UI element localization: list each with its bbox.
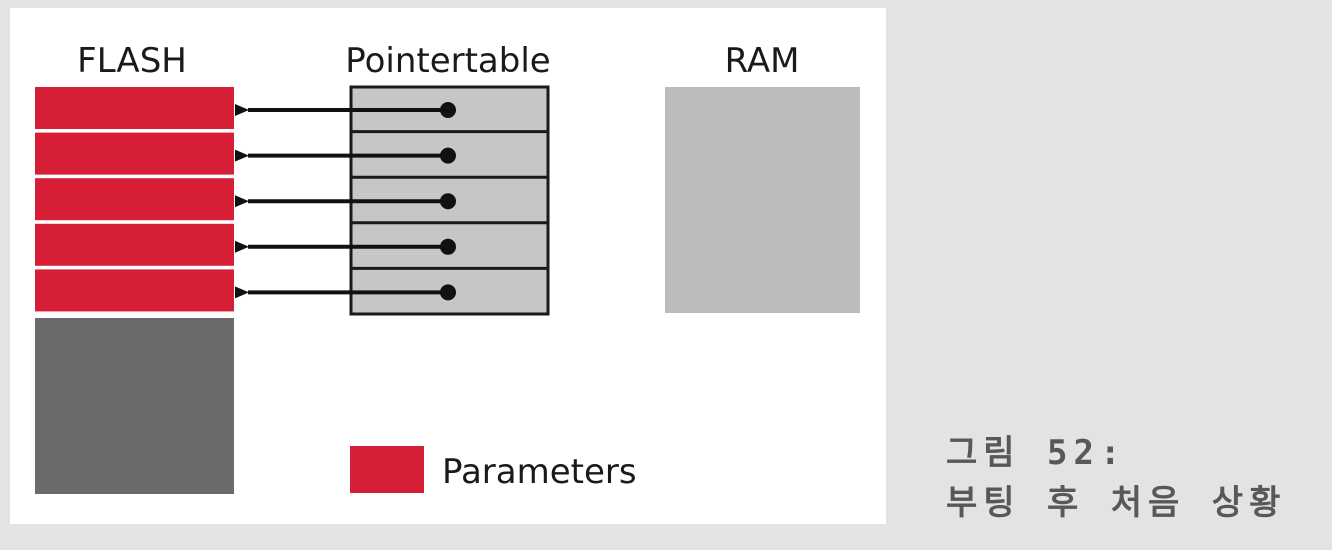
pointer-dot [440,238,456,255]
pointer-dot [440,284,456,301]
ram-title: RAM [725,41,800,81]
pointer-dot [440,102,456,118]
caption-line-1: 그림 52: [946,433,1127,473]
flash-parameter-block [35,132,234,175]
legend-swatch-parameters [350,446,424,493]
flash-parameter-block [35,87,234,129]
flash-free-area [35,318,234,494]
flash-parameter-block [35,223,234,266]
flash-memory-block [35,87,234,494]
flash-title: FLASH [77,41,187,81]
flash-parameter-block [35,269,234,312]
pointer-arrows [235,102,456,301]
caption-line-2: 부팅 후 처음 상황 [946,483,1287,523]
legend-label-parameters: Parameters [442,452,637,492]
pointertable-title: Pointertable [345,41,550,81]
pointer-dot [440,147,456,164]
pointer-dot [440,193,456,210]
flash-parameter-block [35,178,234,221]
figure-caption: 그림 52: 부팅 후 처음 상황 [946,428,1286,528]
ram-memory-block [665,87,860,313]
